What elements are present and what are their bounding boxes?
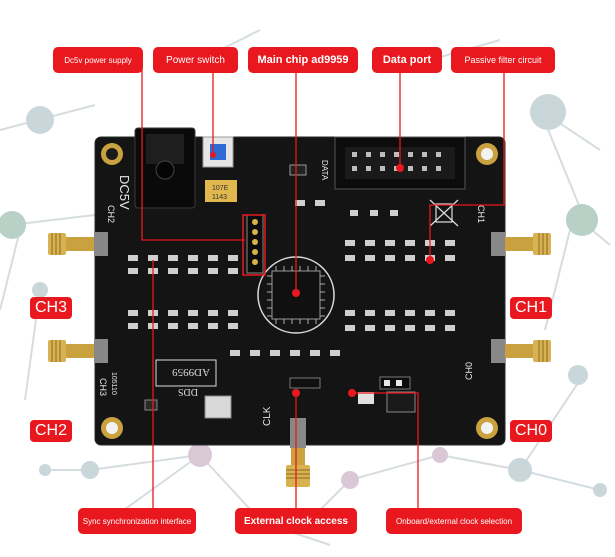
silk-ch2: CH2	[106, 205, 116, 223]
data-port-header	[334, 136, 466, 190]
callout-dc5v-power-supply: Dc5v power supply	[53, 47, 143, 73]
sync-pin-header	[246, 214, 264, 274]
svg-text:1143: 1143	[212, 194, 227, 201]
silk-clk: CLK	[262, 406, 273, 426]
sma-connector-ch2	[48, 339, 108, 363]
dc-power-jack	[134, 127, 196, 209]
silk-board-id: 105110	[110, 372, 117, 395]
callout-power-switch: Power switch	[153, 47, 238, 73]
callout-main-chip: Main chip ad9959	[248, 47, 358, 73]
silk-ch0: CH0	[464, 362, 474, 380]
silk-data: DATA	[320, 160, 329, 181]
sma-connector-ch3	[48, 232, 108, 256]
svg-text:DDS: DDS	[178, 386, 198, 397]
crystal-oscillator	[204, 395, 232, 419]
svg-text:107E: 107E	[212, 185, 229, 192]
sma-connector-clk	[286, 418, 310, 487]
channel-label-ch0: CH0	[510, 420, 552, 442]
power-switch-component	[202, 136, 234, 168]
sma-connector-ch0	[491, 339, 551, 363]
silk-dc5v: DC5V	[117, 175, 132, 210]
svg-text:AD9959: AD9959	[172, 366, 210, 378]
silk-chip-label: AD9959 DDS	[155, 359, 217, 397]
callout-clock-selection: Onboard/external clock selection	[386, 508, 522, 534]
silk-ch3: CH3	[98, 378, 108, 396]
callout-data-port: Data port	[372, 47, 442, 73]
silk-ch1: CH1	[476, 205, 486, 223]
callout-sync-interface: Sync synchronization interface	[78, 508, 196, 534]
callout-passive-filter: Passive filter circuit	[451, 47, 555, 73]
channel-label-ch2: CH2	[30, 420, 72, 442]
tantalum-capacitor: 107E 1143	[205, 180, 237, 202]
callout-external-clock-access: External clock access	[235, 508, 357, 534]
smd-components	[128, 164, 455, 356]
sma-connector-ch1	[491, 232, 551, 256]
channel-label-ch1: CH1	[510, 297, 552, 319]
channel-label-ch3: CH3	[30, 297, 72, 319]
